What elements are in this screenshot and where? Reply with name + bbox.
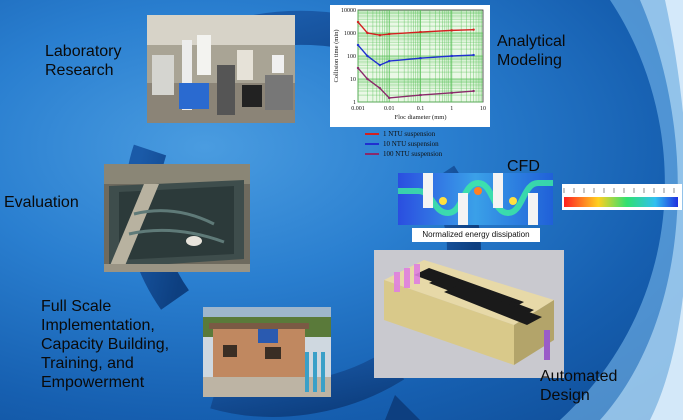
full-scale-line3: Capacity Building, [41,336,170,353]
full-scale-line1: Full Scale [41,298,112,315]
cycle-arrow-head [385,395,420,420]
analytical-line2: Modeling [497,52,562,69]
series-point [388,96,391,100]
x-tick-label: 1 [450,106,453,112]
series-point [356,20,360,24]
cfd-color-scale [562,184,682,210]
full-scale-line4: Training, and [41,355,134,372]
lab-line1: Laboratory [45,43,122,60]
laboratory-photo [147,15,295,123]
x-axis-label: Floc diameter (mm) [395,114,447,121]
series-point [366,31,369,35]
y-tick-label: 1000 [344,31,356,37]
stage-label-laboratory: Laboratory Research [45,42,122,80]
series-point [472,53,475,57]
series-point [450,54,453,58]
y-tick-label: 10 [350,77,356,83]
full-scale-line2: Implementation, [41,317,155,334]
stage-label-automated: Automated Design [540,367,617,405]
stage-label-full-scale: Full Scale Implementation, Capacity Buil… [41,297,169,392]
y-tick-label: 100 [347,54,356,60]
legend-swatch [365,133,379,135]
automated-design-render [374,250,564,378]
full-scale-plant-photo [203,307,331,397]
series-point [450,29,453,32]
x-tick-label: 0.1 [417,106,425,112]
y-tick-label: 10000 [341,8,356,14]
series-point [419,93,422,97]
legend-label: 100 NTU suspension [383,150,443,158]
series-point [378,63,382,67]
legend-entry-3: 100 NTU suspension [365,149,485,159]
cfd-caption: Normalized energy dissipation [412,228,540,242]
series-point [419,30,422,34]
series-point [366,54,369,58]
full-scale-line5: Empowerment [41,374,145,391]
automated-line2: Design [540,387,590,404]
cfd-simulation-image [398,173,553,225]
lab-line2: Research [45,62,114,79]
series-point [378,86,382,90]
series-point [388,32,391,36]
automated-line1: Automated [540,368,618,385]
y-axis-label: Collision time (min) [333,29,340,82]
series-point [378,34,382,37]
stage-label-evaluation: Evaluation [4,194,79,211]
analytical-line1: Analytical [497,33,566,50]
stage-label-cfd: CFD [507,158,540,175]
series-point [388,59,391,63]
x-tick-label: 0.01 [384,106,395,112]
stage-label-analytical: Analytical Modeling [497,32,565,70]
y-tick-label: 1 [353,100,356,106]
evaluation-photo [104,164,250,272]
series-point [450,91,453,95]
legend-entry-1: 1 NTU suspension [365,129,485,139]
x-tick-label: 10 [480,106,486,112]
chart-legend: 1 NTU suspension 10 NTU suspension 100 NTU… [365,129,485,159]
series-point [472,28,475,31]
x-tick-label: 0.001 [351,106,365,112]
legend-label: 10 NTU suspension [383,140,439,148]
legend-swatch [365,143,379,145]
series-point [356,66,360,70]
legend-label: 1 NTU suspension [383,130,436,138]
legend-entry-2: 10 NTU suspension [365,139,485,149]
series-point [356,43,360,47]
legend-swatch [365,153,379,155]
series-point [419,57,422,60]
series-point [472,89,475,93]
series-point [366,77,369,81]
